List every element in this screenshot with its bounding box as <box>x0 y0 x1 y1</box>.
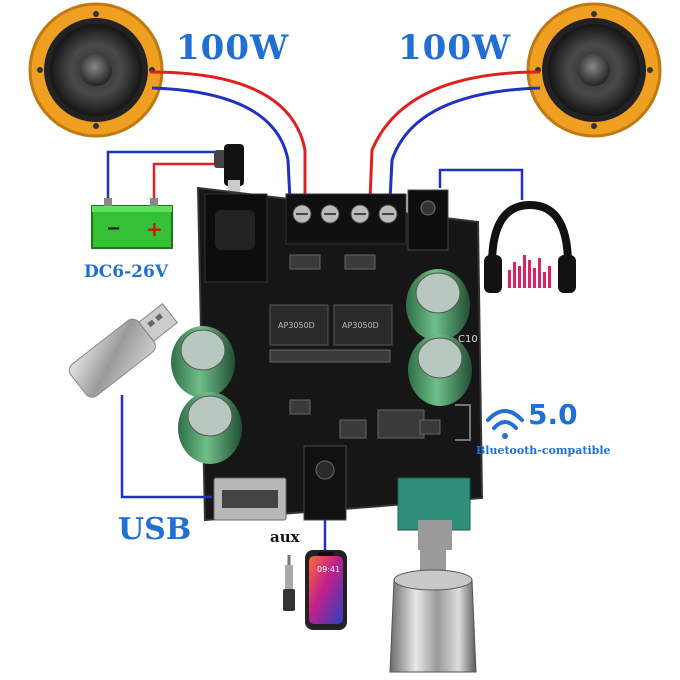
headphones-icon <box>484 200 576 293</box>
left-speaker-icon <box>28 2 164 138</box>
usb-drive-icon <box>68 303 178 398</box>
capacitor-left-top <box>171 326 235 398</box>
amplifier-board: AP3050D AP3050D C10 <box>171 186 484 550</box>
usb-label: USB <box>118 512 192 547</box>
speaker-wires <box>149 70 541 201</box>
aux-plug-icon <box>283 555 295 611</box>
bluetooth-version-label: 5.0 <box>528 398 578 431</box>
headphone-wire <box>438 168 524 200</box>
cap-label: C10 <box>458 334 478 345</box>
bluetooth-wifi-icon <box>486 409 524 439</box>
phone-time: 09:41 <box>317 565 340 574</box>
smartphone-icon: 09:41 <box>305 550 347 630</box>
right-speaker-icon <box>526 2 662 138</box>
svg-text:+: + <box>146 217 163 241</box>
svg-text:−: − <box>106 218 121 239</box>
aux-label: aux <box>270 528 300 546</box>
battery-icon: − + <box>91 198 173 249</box>
bluetooth-compat-label: Bluetooth-compatible <box>476 444 611 457</box>
capacitor-right-top <box>406 269 470 341</box>
volume-knob <box>389 540 477 673</box>
capacitor-right-bottom <box>408 334 472 406</box>
power-wires <box>106 150 215 198</box>
chip-right-label: AP3050D <box>342 321 379 330</box>
left-power-label: 100W <box>176 28 290 68</box>
dc-plug-icon <box>214 144 244 192</box>
power-supply-label: DC6-26V <box>84 262 169 282</box>
usb-wire <box>120 395 212 499</box>
right-power-label: 100W <box>398 28 512 68</box>
chip-left-label: AP3050D <box>278 321 315 330</box>
capacitor-left-bottom <box>178 392 242 464</box>
